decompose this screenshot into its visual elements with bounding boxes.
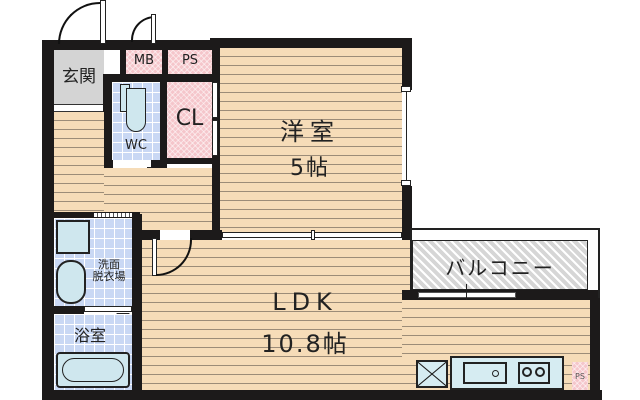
sink-icon xyxy=(463,362,507,384)
ldk-size: 10.8帖 xyxy=(261,330,349,358)
closet-area xyxy=(167,82,212,158)
ps-kitchen-label: PS xyxy=(575,372,585,381)
toilet-bowl-icon xyxy=(126,88,146,132)
sliding-door-divider xyxy=(311,230,315,240)
closet-label: CL xyxy=(175,106,204,131)
washroom-label-1: 洗面 xyxy=(98,258,120,271)
closet-door-lower[interactable] xyxy=(212,120,218,156)
outer-wall-right-upper xyxy=(402,38,412,98)
bathroom-label: 浴室 xyxy=(73,326,106,345)
burner-left-icon xyxy=(522,367,532,377)
bathtub-inner xyxy=(62,358,124,382)
western-room-label: 洋室 xyxy=(280,118,340,146)
mb-door-leaf[interactable] xyxy=(151,14,156,44)
hallway-floor xyxy=(54,112,104,214)
balcony-window-handle xyxy=(466,284,467,300)
washroom-label-2: 脱衣場 xyxy=(92,270,126,283)
western-room-floor xyxy=(220,48,402,232)
wall-ps-divider xyxy=(162,50,168,76)
bath-wall-top xyxy=(54,306,84,314)
western-room-size: 5帖 xyxy=(290,156,330,181)
washroom-wall-right xyxy=(132,214,142,394)
entrance-step xyxy=(54,104,104,112)
window-post-top xyxy=(401,86,411,92)
balcony-sliding-window[interactable] xyxy=(418,292,516,298)
outer-wall-bottom xyxy=(42,390,602,400)
outer-wall-right-lower xyxy=(590,292,600,400)
closet-door-upper[interactable] xyxy=(212,82,218,118)
western-room-window-line xyxy=(406,92,407,184)
ps-kitchen-area xyxy=(572,362,588,390)
wc-door-gap xyxy=(113,160,151,168)
ps-top-label: PS xyxy=(181,53,199,68)
wall-mb-divider xyxy=(120,50,126,76)
mb-label: MB xyxy=(133,53,155,68)
washroom-vent xyxy=(94,213,132,217)
outer-wall-top-left xyxy=(42,40,222,50)
wc-label: WC xyxy=(125,138,147,153)
sink-drain-icon xyxy=(492,370,499,377)
wall-ldk-top-mid xyxy=(190,230,222,240)
window-post-bottom xyxy=(401,180,411,186)
balcony-label: バルコニー xyxy=(445,256,555,280)
outer-wall-left xyxy=(42,40,54,400)
bath-door[interactable] xyxy=(84,306,132,312)
ldk-door-gap xyxy=(160,231,190,239)
wall-ldk-top-left xyxy=(140,230,160,240)
mb-area xyxy=(126,50,162,74)
entrance-door-leaf[interactable] xyxy=(100,0,106,44)
fridge-cross-icon xyxy=(418,362,446,386)
entrance-area xyxy=(54,50,104,104)
entrance-label: 玄関 xyxy=(62,67,96,87)
ldk-label: LDK xyxy=(272,288,338,316)
ldk-floor-right xyxy=(402,300,590,360)
burner-right-icon xyxy=(535,367,545,377)
washbasin-icon xyxy=(56,260,86,304)
washing-machine-icon xyxy=(56,220,90,254)
outer-wall-top-right xyxy=(210,38,412,48)
entrance-door-swing[interactable] xyxy=(58,2,104,44)
western-room-window[interactable] xyxy=(402,90,412,186)
balcony-area xyxy=(412,240,588,290)
ps-top-area xyxy=(168,50,212,74)
